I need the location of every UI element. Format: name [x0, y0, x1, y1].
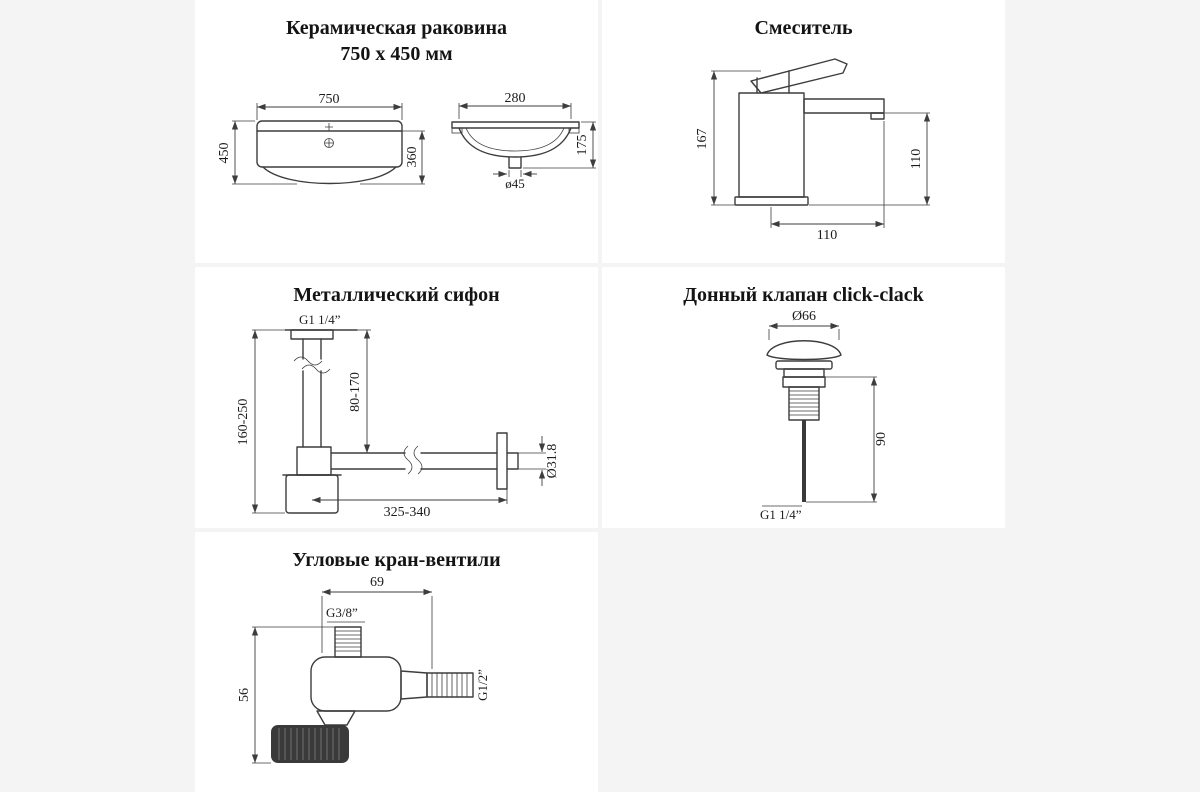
sink-drawing: 750 450 360 280 175 [217, 91, 596, 191]
siphon-horizontal-range-label: 325-340 [383, 505, 430, 520]
drain-valve-body-drawing [761, 340, 842, 507]
siphon-dimensions: G1 1/4” 160-250 80-170 325-340 Ø31.8 [236, 312, 560, 520]
drain-valve-height-label: 90 [874, 432, 889, 446]
mixer-dimensions: 167 110 110 [695, 70, 930, 242]
bottom-strip [0, 792, 1200, 800]
angle-valve-outlet-thread-label: G1/2” [475, 669, 490, 701]
siphon-vertical-range-label: 160-250 [236, 399, 251, 446]
siphon-inlet-thread-label: G1 1/4” [299, 312, 341, 327]
sink-side-height-label: 175 [575, 135, 590, 156]
sink-side-view: 280 175 ø45 [450, 91, 596, 191]
sink-front-width-label: 750 [318, 92, 339, 107]
sink-front-height-label: 450 [217, 143, 232, 164]
angle-valve-dimensions: 69 G3/8” G1/2” 56 [237, 575, 490, 764]
siphon-body-drawing [281, 329, 519, 514]
angle-valve-height-label: 56 [237, 688, 252, 702]
mixer-title: Смеситель [754, 17, 853, 39]
siphon-title: Металлический сифон [293, 284, 500, 306]
mixer-panel: Смеситель 167 110 110 [602, 0, 1005, 263]
siphon-pipe-diameter-label: Ø31.8 [545, 444, 560, 479]
mixer-spout-height-label: 110 [909, 149, 924, 169]
angle-valve-body-drawing [270, 626, 474, 763]
drain-valve-thread-label: G1 1/4” [760, 507, 802, 522]
sink-title-line1: Керамическая раковина [286, 17, 507, 39]
sink-title: Керамическая раковина 750 x 450 мм [286, 15, 507, 67]
mixer-body-drawing [733, 58, 885, 206]
drain-valve-cap-diameter-label: Ø66 [791, 310, 815, 324]
sink-drain-diameter-label: ø45 [505, 176, 525, 191]
drain-valve-title: Донный клапан click-clack [683, 284, 924, 306]
angle-valve-title: Угловые кран-вентили [292, 549, 501, 571]
mixer-drawing: 167 110 110 [695, 58, 930, 242]
sink-side-width-label: 280 [504, 91, 525, 106]
angle-valve-width-label: 69 [370, 575, 384, 590]
mixer-height-label: 167 [695, 129, 710, 150]
drain-valve-drawing: Ø66 90 G1 1/4” [760, 310, 889, 522]
angle-valve-drawing: 69 G3/8” G1/2” 56 [237, 575, 490, 764]
angle-valve-inlet-thread-label: G3/8” [326, 605, 358, 620]
siphon-depth-range-label: 80-170 [348, 372, 363, 412]
sink-front-view: 750 450 360 [217, 92, 425, 185]
sink-title-line2: 750 x 450 мм [340, 43, 453, 65]
drain-valve-panel: Донный клапан click-clack Ø66 90 G1 1/4” [602, 267, 1005, 528]
angle-valve-panel: Угловые кран-вентили 69 G3/8” G1/2” [195, 532, 598, 792]
mixer-spout-reach-label: 110 [816, 228, 836, 242]
siphon-panel: Металлический сифон G1 1/4” [195, 267, 598, 528]
siphon-drawing: G1 1/4” 160-250 80-170 325-340 Ø31.8 [236, 312, 560, 520]
drain-valve-dimensions: Ø66 90 G1 1/4” [760, 310, 889, 522]
sink-panel: Керамическая раковина 750 x 450 мм 750 4… [195, 0, 598, 263]
sink-inner-height-label: 360 [405, 147, 420, 168]
